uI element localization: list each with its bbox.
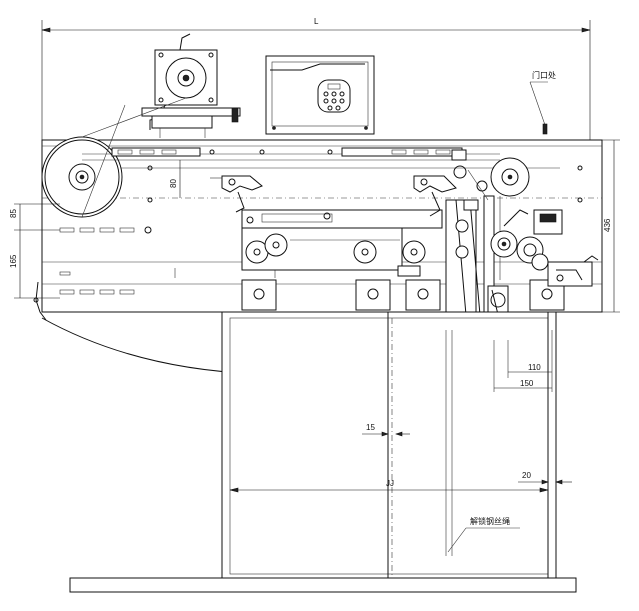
left-dimensions: 85 165 80 (9, 160, 181, 299)
upper-plates (111, 147, 583, 203)
dimension-label-85: 85 (9, 209, 18, 218)
guide-slots (59, 226, 276, 295)
controller-box (265, 55, 375, 135)
dimension-overall-width: L (41, 17, 591, 140)
dimension-15: 15 (362, 423, 410, 437)
door-side-callout: 门口处 (529, 70, 556, 135)
unlock-wire-label: 解锁钢丝绳 (470, 516, 510, 526)
dimension-label-JJ: JJ (386, 479, 394, 488)
door-side-label: 门口处 (532, 70, 556, 80)
dimension-label-20: 20 (522, 471, 531, 480)
belt-pulley (41, 97, 530, 218)
dimension-label-150: 150 (520, 379, 534, 388)
sill (69, 577, 577, 593)
dimension-label-436: 436 (603, 218, 612, 232)
dimension-opening: JJ (229, 479, 549, 493)
dimension-20: 20 (518, 471, 572, 485)
dimension-label-L: L (314, 17, 319, 26)
motor (141, 33, 241, 138)
dimension-label-15: 15 (366, 423, 375, 432)
door-panels (221, 311, 557, 579)
dimension-110-150: 110 150 (493, 330, 553, 392)
unlock-wire-callout: 解锁钢丝绳 (447, 516, 520, 553)
dimension-label-110: 110 (528, 363, 541, 372)
dimension-label-165: 165 (9, 254, 18, 268)
right-dimension-436: 436 (596, 139, 620, 313)
door-lock-right (413, 149, 467, 217)
dimension-label-80: 80 (169, 179, 178, 188)
door-lock-left (210, 175, 263, 213)
